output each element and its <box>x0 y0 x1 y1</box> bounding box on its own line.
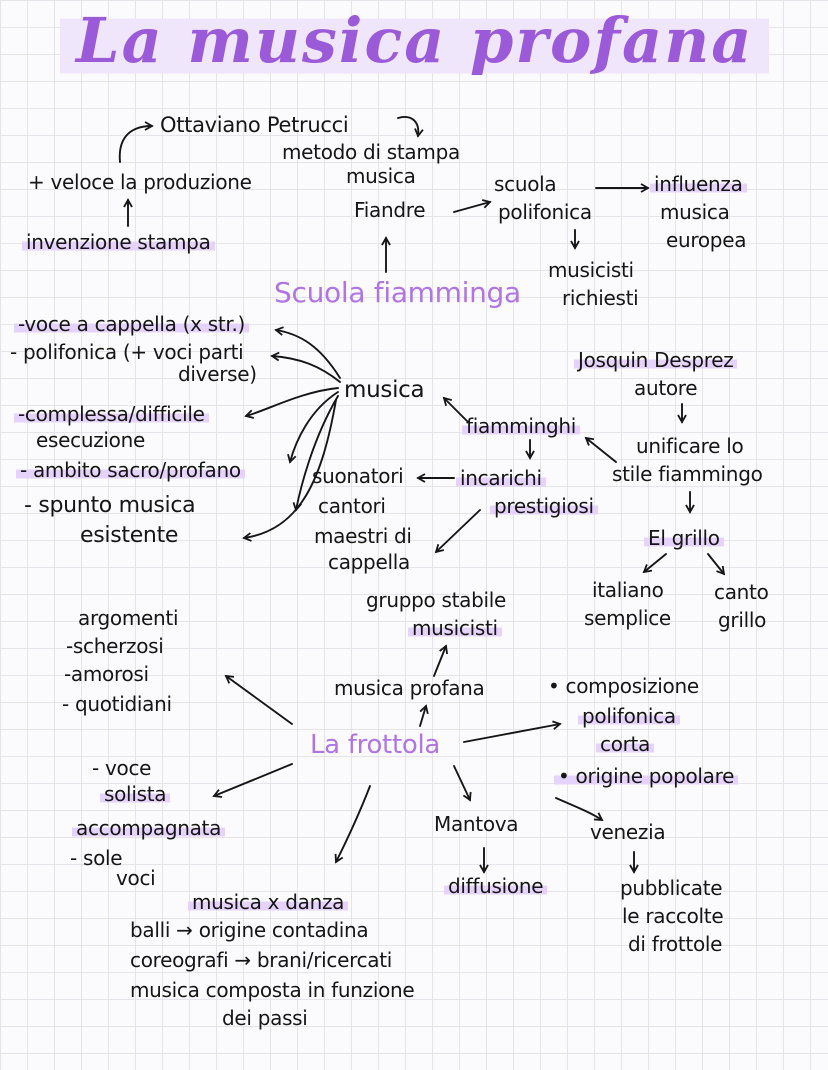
veloce-produzione-label: + veloce la produzione <box>28 170 252 194</box>
prestigiosi-label: prestigiosi <box>490 496 598 517</box>
influenza-europea-label: europea <box>666 228 747 252</box>
frottola-heading: La frottola <box>310 730 441 760</box>
josquin-label: Josquin Desprez <box>574 350 738 371</box>
voci-label: voci <box>116 866 156 890</box>
polifonica-label: polifonica <box>498 200 592 224</box>
unificare-label: unificare lo <box>636 434 744 458</box>
page-title: La musica profana <box>60 4 770 77</box>
gruppo-stabile-label: gruppo stabile <box>366 588 507 612</box>
frottole-label: di frottole <box>628 932 723 956</box>
musica-danza-heading: musica x danza <box>188 892 349 913</box>
grillo-label: grillo <box>718 608 767 632</box>
scuola-fiamminga-heading: Scuola fiamminga <box>274 276 521 309</box>
maestri-label: maestri di <box>314 524 412 548</box>
sole-label: - sole <box>70 846 123 870</box>
composta-line: musica composta in funzione <box>130 978 415 1002</box>
coreografi-line: coreografi → brani/ricercati <box>130 948 393 972</box>
cappella-label: cappella <box>328 550 410 574</box>
ambito-item: - ambito sacro/profano <box>16 460 245 481</box>
mantova-label: Mantova <box>434 812 519 836</box>
balli-line: balli → origine contadina <box>130 918 369 942</box>
musica-profana-label: musica profana <box>334 676 485 700</box>
esecuzione-item: esecuzione <box>36 428 145 452</box>
scherzosi-label: -scherzosi <box>66 634 164 658</box>
richiesti-label: richiesti <box>562 286 639 310</box>
amorosi-label: -amorosi <box>64 662 149 686</box>
pubblicate-label: pubblicate <box>620 876 723 900</box>
musica-center-label: musica <box>344 377 425 403</box>
polifonica-item: - polifonica (+ voci parti <box>10 340 244 364</box>
fiandre-label: Fiandre <box>354 198 426 222</box>
venezia-label: venezia <box>590 820 666 844</box>
passi-line: dei passi <box>222 1006 308 1030</box>
metodo-stampa-label: metodo di stampa <box>282 140 460 164</box>
suonatori-label: suonatori <box>312 464 404 488</box>
musicisti-gruppo-label: musicisti <box>408 618 502 639</box>
el-grillo-label: El grillo <box>644 528 724 549</box>
voce-cappella-item: -voce a cappella (x str.) <box>14 314 250 335</box>
polifonica-item-cont: diverse) <box>178 362 257 386</box>
composizione-polifonica-label: polifonica <box>578 706 680 727</box>
autore-label: autore <box>634 376 698 400</box>
canto-label: canto <box>714 580 769 604</box>
argomenti-label: argomenti <box>78 606 179 630</box>
diffusione-label: diffusione <box>444 876 548 897</box>
influenza-musica-label: musica <box>660 200 730 224</box>
origine-popolare-label: • origine popolare <box>554 766 739 787</box>
raccolte-label: le raccolte <box>622 904 724 928</box>
esistente-item: esistente <box>80 523 179 548</box>
fiamminghi-label: fiamminghi <box>462 416 580 437</box>
voce-label: - voce <box>92 756 152 780</box>
semplice-label: semplice <box>584 606 671 630</box>
composizione-label: • composizione <box>548 674 699 698</box>
petrucci-label: Ottaviano Petrucci <box>160 113 349 137</box>
stile-fiammingo-label: stile fiammingo <box>612 462 763 486</box>
musica-top-label: musica <box>346 164 416 188</box>
quotidiani-label: - quotidiani <box>62 692 172 716</box>
musicisti-label: musicisti <box>548 258 634 282</box>
incarichi-label: incarichi <box>456 468 546 489</box>
invenzione-stampa-label: invenzione stampa <box>22 232 215 253</box>
accompagnata-label: accompagnata <box>72 818 226 839</box>
cantori-label: cantori <box>318 494 386 518</box>
corta-label: corta <box>596 734 655 755</box>
italiano-label: italiano <box>592 578 664 602</box>
complessa-item: -complessa/difficile <box>14 404 209 425</box>
influenza-label: influenza <box>650 174 747 195</box>
spunto-item: - spunto musica <box>24 493 196 518</box>
solista-label: solista <box>100 784 171 805</box>
scuola-label: scuola <box>494 172 557 196</box>
